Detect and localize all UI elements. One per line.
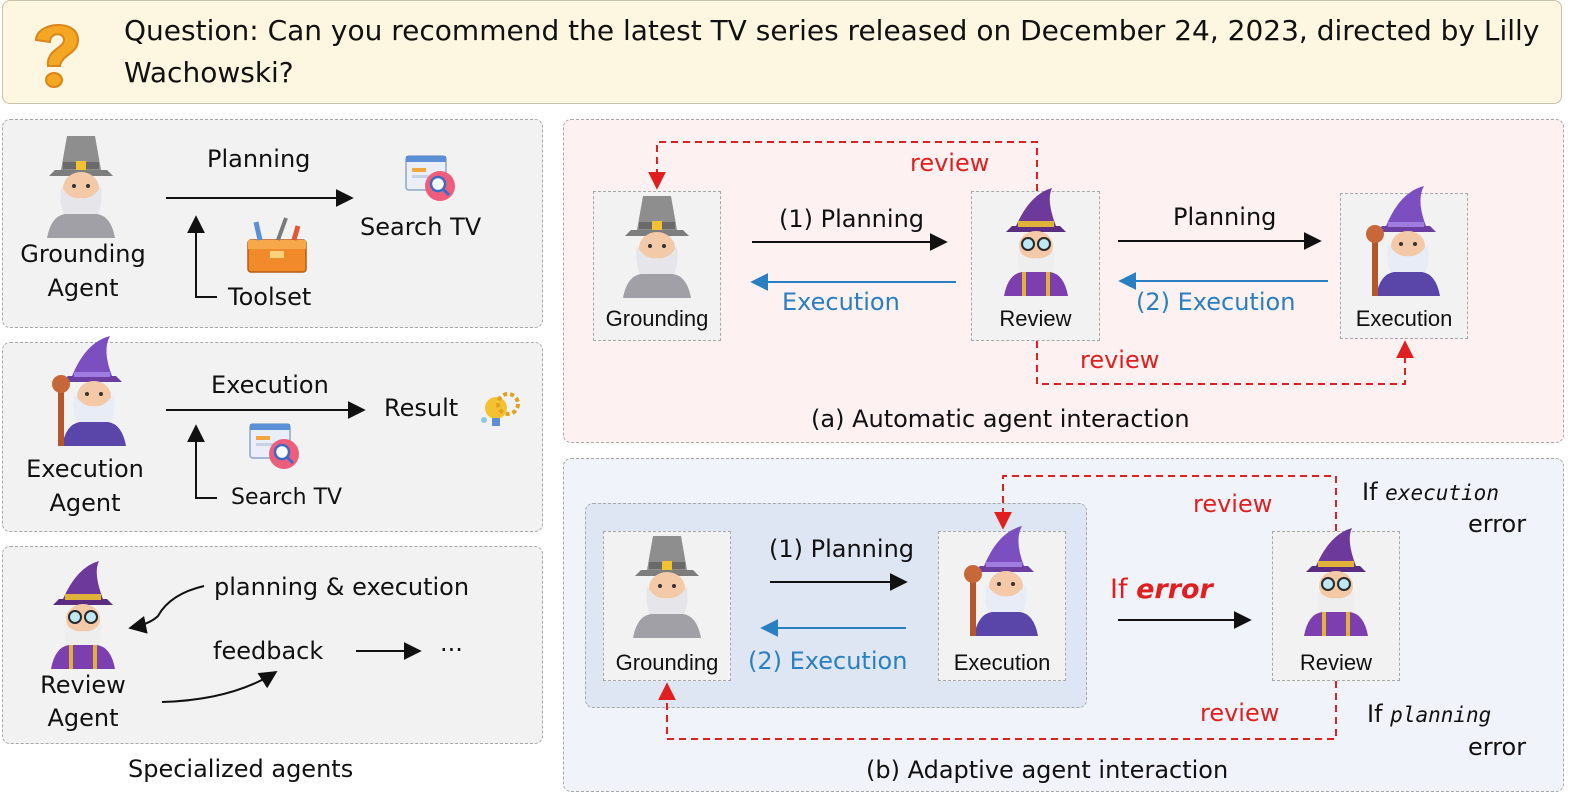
if-word: If bbox=[1110, 574, 1128, 605]
planning-2-label-a: Planning bbox=[1173, 203, 1277, 231]
grounding-agent-icon bbox=[47, 136, 115, 238]
adaptive-caption: (b) Adaptive agent interaction bbox=[866, 756, 1229, 784]
exec-error-if: If bbox=[1362, 478, 1378, 506]
planning-1-label-a: (1) Planning bbox=[779, 205, 925, 233]
execution-arrow-label: Execution bbox=[211, 371, 329, 399]
planning-label: Planning bbox=[207, 145, 311, 173]
execution-error-line-1: If execution bbox=[1362, 478, 1499, 506]
toolset-icon bbox=[247, 217, 307, 273]
planning-1-label-b: (1) Planning bbox=[769, 535, 915, 563]
execution-agent-icon-a bbox=[1366, 186, 1440, 296]
specialized-agents-caption: Specialized agents bbox=[128, 755, 354, 783]
grounding-agent-icon-a bbox=[623, 196, 691, 298]
review-agent-icon-b bbox=[1303, 527, 1369, 637]
execution-agent-label: Execution bbox=[26, 455, 144, 483]
grounding-box-label-a: Grounding bbox=[605, 306, 709, 331]
feedback-label: feedback bbox=[213, 637, 324, 665]
search-tv-tool-icon bbox=[248, 422, 301, 471]
question-text: Question: Can you recommend the latest T… bbox=[124, 14, 1540, 89]
review-box-label-b: Review bbox=[1299, 650, 1373, 675]
review-bottom-label-b: review bbox=[1200, 699, 1280, 727]
result-label: Result bbox=[384, 394, 459, 422]
toolset-label: Toolset bbox=[228, 283, 312, 311]
if-error-label: If error bbox=[1110, 574, 1213, 605]
search-tv-icon bbox=[404, 154, 457, 203]
execution-agent-icon bbox=[52, 336, 126, 446]
review-box-label-a: Review bbox=[999, 306, 1072, 331]
question-banner bbox=[2, 0, 1562, 104]
error-word: error bbox=[1136, 574, 1213, 605]
grounding-agent-icon-b bbox=[633, 536, 701, 638]
execution-agent-label-2: Agent bbox=[49, 489, 121, 517]
review-top-label-b: review bbox=[1193, 490, 1273, 518]
ellipsis: ··· bbox=[440, 636, 463, 664]
plan-error-if: If bbox=[1367, 700, 1383, 728]
planning-error-line-1: If planning bbox=[1367, 700, 1491, 728]
automatic-caption: (a) Automatic agent interaction bbox=[811, 405, 1190, 433]
execution-agent-icon-b bbox=[964, 526, 1038, 636]
review-bottom-label-a: review bbox=[1080, 346, 1160, 374]
grounding-agent-label-2: Agent bbox=[47, 274, 119, 302]
execution-back-label-a: Execution bbox=[782, 288, 900, 316]
execution-2-label-a: (2) Execution bbox=[1136, 288, 1296, 316]
search-tv-tool-label: Search TV bbox=[231, 485, 343, 510]
review-agent-label: Review bbox=[40, 671, 126, 699]
grounding-agent-label: Grounding bbox=[20, 240, 146, 268]
plan-error-word: planning bbox=[1390, 703, 1492, 727]
exec-error-word: execution bbox=[1385, 481, 1499, 505]
exec-error-tail: error bbox=[1468, 510, 1527, 538]
review-agent-icon-a bbox=[1003, 187, 1069, 297]
review-agent-label-2: Agent bbox=[47, 704, 119, 732]
execution-box-label-a: Execution bbox=[1355, 306, 1453, 331]
search-tv-label: Search TV bbox=[360, 213, 482, 241]
planning-execution-label: planning & execution bbox=[214, 573, 470, 601]
review-agent-icon bbox=[50, 560, 116, 670]
review-top-label-a: review bbox=[910, 149, 990, 177]
lightbulb-icon bbox=[481, 392, 520, 426]
execution-box-label-b: Execution bbox=[953, 650, 1051, 675]
question-mark-icon bbox=[34, 24, 80, 88]
plan-error-tail: error bbox=[1468, 733, 1527, 761]
execution-2-label-b: (2) Execution bbox=[748, 647, 908, 675]
grounding-box-label-b: Grounding bbox=[615, 650, 719, 675]
